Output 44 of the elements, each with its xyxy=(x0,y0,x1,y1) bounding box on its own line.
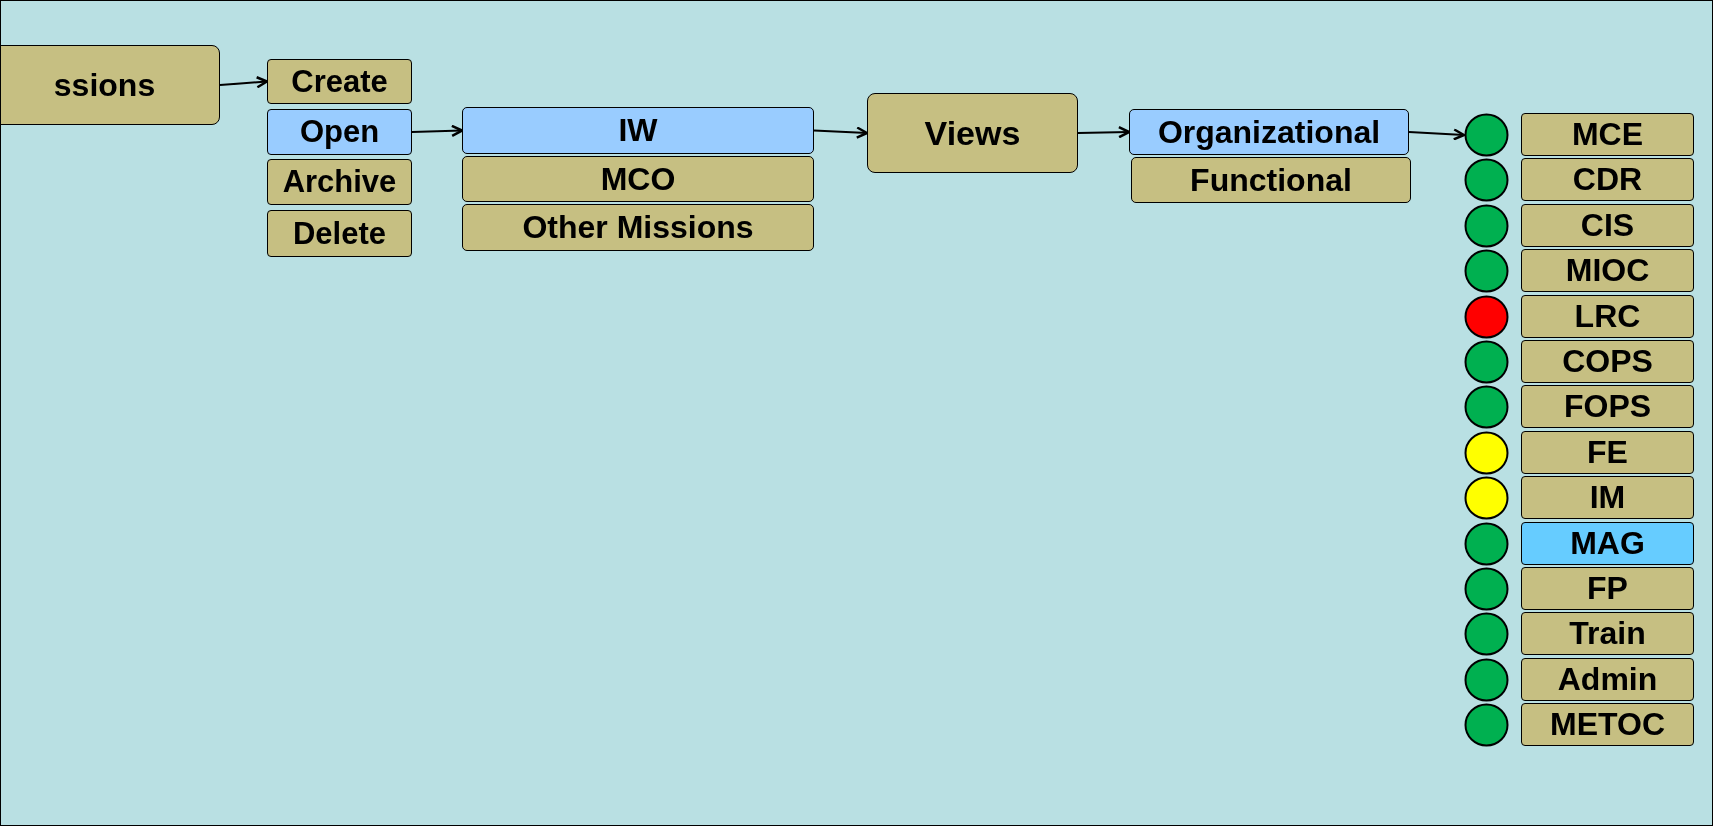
menu-item-box: IW xyxy=(462,107,814,154)
arrow xyxy=(1408,128,1466,141)
status-circle xyxy=(1464,113,1509,157)
menu-item-box: MAG xyxy=(1521,521,1694,565)
status-circle xyxy=(1464,430,1509,475)
menu-item-box: FP xyxy=(1521,567,1694,610)
status-circle xyxy=(1464,612,1509,657)
menu-item-box: IM xyxy=(1521,476,1694,520)
status-circle xyxy=(1464,521,1509,566)
menu-item-box: Archive xyxy=(267,159,412,205)
status-circle xyxy=(1464,294,1509,339)
menu-item-box: COPS xyxy=(1521,340,1694,383)
arrow xyxy=(813,126,869,139)
menu-item-box: MCO xyxy=(462,156,814,202)
menu-item-box: MIOC xyxy=(1521,249,1694,293)
menu-item-box: Delete xyxy=(267,210,412,257)
status-circle xyxy=(1464,476,1509,521)
menu-item-box: METOC xyxy=(1521,703,1694,747)
status-circle xyxy=(1464,340,1509,384)
menu-item-box: CDR xyxy=(1521,158,1694,202)
menu-item-box: FOPS xyxy=(1521,385,1694,429)
status-circle xyxy=(1464,249,1509,294)
menu-item-box: Train xyxy=(1521,612,1694,656)
menu-item-box: Functional xyxy=(1131,157,1411,203)
menu-item-box: Admin xyxy=(1521,657,1694,701)
status-circle xyxy=(1464,385,1509,430)
arrow xyxy=(411,124,464,138)
menu-item-box: CIS xyxy=(1521,203,1694,247)
menu-item-box: FE xyxy=(1521,430,1694,474)
status-circle xyxy=(1464,203,1509,248)
arrow xyxy=(219,76,269,89)
arrow xyxy=(1077,125,1131,139)
menu-item-box: MCE xyxy=(1521,113,1694,156)
menu-item-box: Views xyxy=(867,93,1078,173)
menu-item-box: Create xyxy=(267,59,412,104)
menu-item-box: Open xyxy=(267,109,412,155)
menu-item-box: Other Missions xyxy=(462,204,814,251)
menu-item-box: ssions xyxy=(1,45,220,125)
menu-item-box: LRC xyxy=(1521,294,1694,338)
status-circle xyxy=(1464,657,1509,702)
status-circle xyxy=(1464,158,1509,203)
menu-item-box: Organizational xyxy=(1129,109,1409,155)
status-circle xyxy=(1464,567,1509,611)
status-circle xyxy=(1464,703,1509,748)
